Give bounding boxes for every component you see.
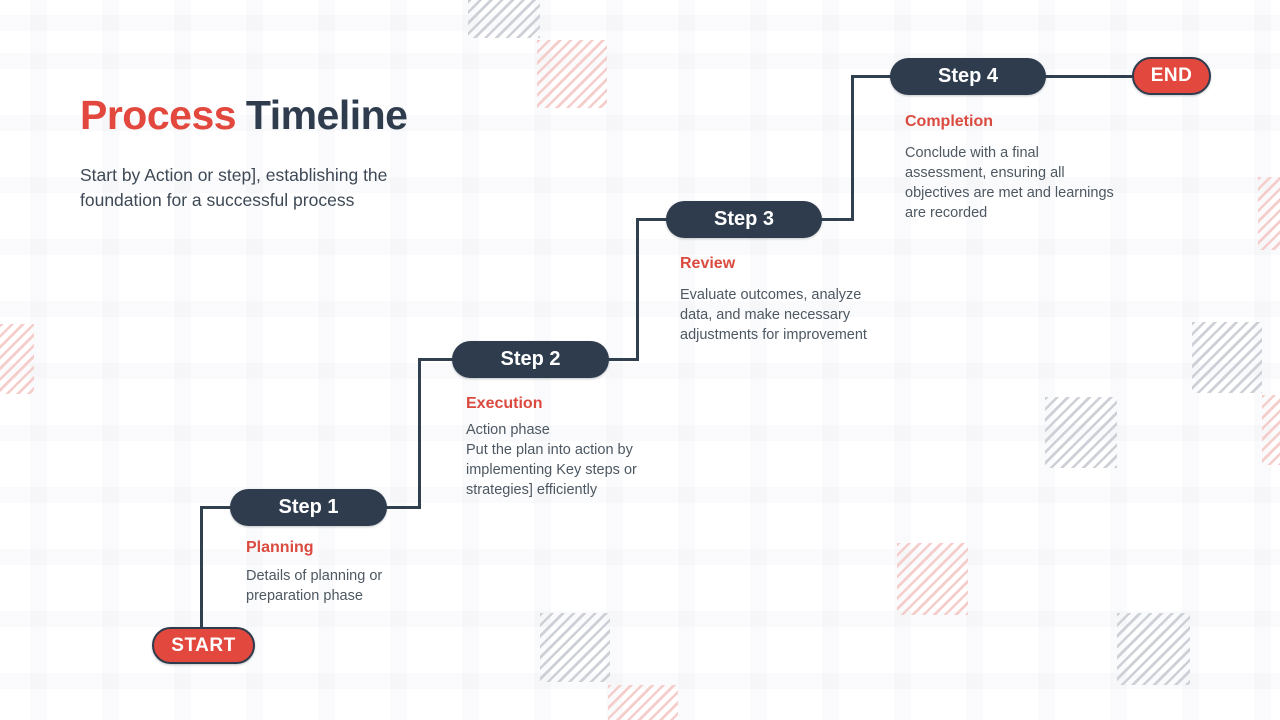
connector-step3-in <box>636 218 668 221</box>
connector-step1-out <box>385 506 421 509</box>
connector-step3-step4-vertical <box>851 75 854 221</box>
hatch-square-right-edge-upper <box>1258 177 1280 250</box>
connector-step4-end <box>1044 75 1134 78</box>
connector-step2-in <box>418 358 454 361</box>
step-2-pill: Step 2 <box>452 341 609 378</box>
step-4-description: Conclude with a final assessment, ensuri… <box>905 145 1114 221</box>
start-pill: START <box>152 627 255 664</box>
hatch-square-top <box>468 0 540 38</box>
connector-step4-in <box>851 75 892 78</box>
hatch-square-pink-lower <box>897 543 968 615</box>
hatch-square-top-pink <box>537 40 607 108</box>
connector-step2-step3-vertical <box>636 218 639 361</box>
end-pill: END <box>1132 57 1211 95</box>
hatch-square-right-upper <box>1192 322 1262 393</box>
connector-step1-step2-vertical <box>418 358 421 509</box>
hatch-square-bottom-edge <box>608 685 678 720</box>
page-title-accent: Process <box>80 92 237 138</box>
step-2-heading: Execution <box>466 395 543 412</box>
hatch-square-bottom-right <box>1117 613 1190 685</box>
step-3-pill: Step 3 <box>666 201 822 238</box>
connector-step2-out <box>607 358 639 361</box>
hatch-square-right-edge-mid <box>1262 395 1280 465</box>
hatch-square-bottom-center <box>540 613 610 682</box>
step-4-pill: Step 4 <box>890 58 1046 95</box>
step-2-description: Action phase Put the plan into action by… <box>466 422 637 498</box>
step-4-heading: Completion <box>905 113 993 130</box>
connector-step3-out <box>820 218 854 221</box>
hatch-square-right-mid <box>1045 397 1117 468</box>
hatch-square-left-edge <box>0 324 34 394</box>
connector-start-horizontal <box>200 506 232 509</box>
step-1-description: Details of planning or preparation phase <box>246 568 383 604</box>
step-3-description: Evaluate outcomes, analyze data, and mak… <box>680 287 867 343</box>
connector-start-vertical <box>200 506 203 629</box>
step-3-heading: Review <box>680 255 736 272</box>
step-1-heading: Planning <box>246 539 314 556</box>
page-title-rest: Timeline <box>245 92 408 138</box>
page-subtitle: Start by Action or step], establishing t… <box>80 165 388 210</box>
step-1-pill: Step 1 <box>230 489 387 526</box>
